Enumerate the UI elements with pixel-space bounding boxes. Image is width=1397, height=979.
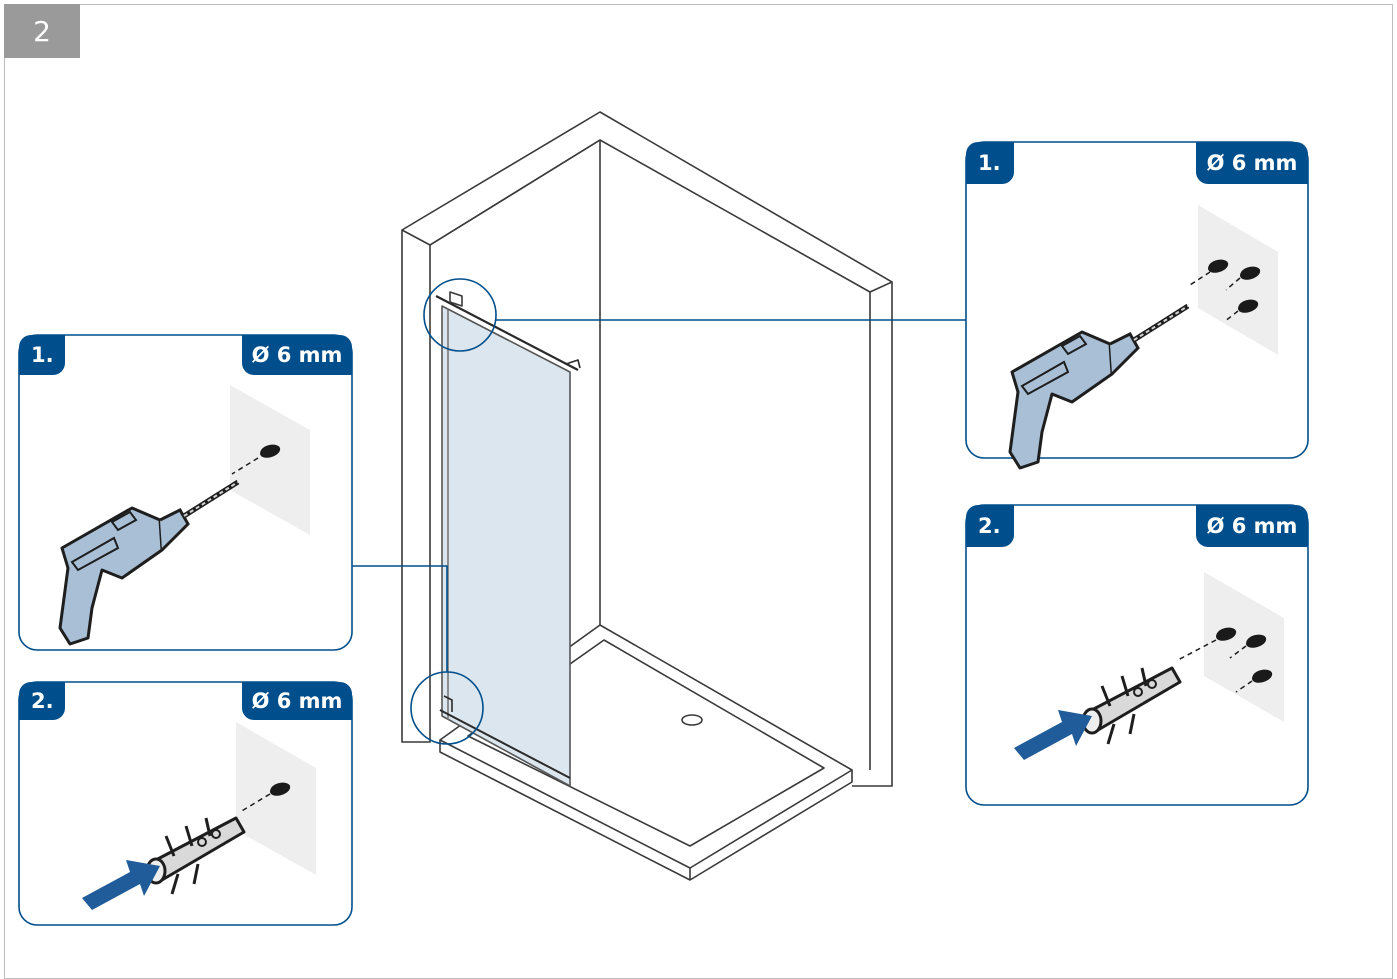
left-drill-diameter-label: Ø 6 mm: [242, 335, 352, 375]
left-drill-step-label: 1.: [19, 335, 65, 375]
step-number-badge: 2: [4, 4, 80, 58]
callout-lines: [352, 319, 966, 672]
right-drill-step-label: 1.: [966, 142, 1014, 184]
right-plug-illustration: [1014, 572, 1284, 760]
right-plug-diameter-label: Ø 6 mm: [1196, 505, 1308, 547]
left-plug-illustration: [82, 722, 316, 910]
left-plug-diameter-label: Ø 6 mm: [242, 682, 352, 720]
left-drill-illustration: [60, 385, 310, 644]
left-plug-step-label: 2.: [19, 682, 65, 720]
right-drill-diameter-label: Ø 6 mm: [1196, 142, 1308, 184]
right-drill-illustration: [1010, 205, 1278, 468]
shower-enclosure: [401, 111, 893, 881]
right-plug-step-label: 2.: [966, 505, 1014, 547]
